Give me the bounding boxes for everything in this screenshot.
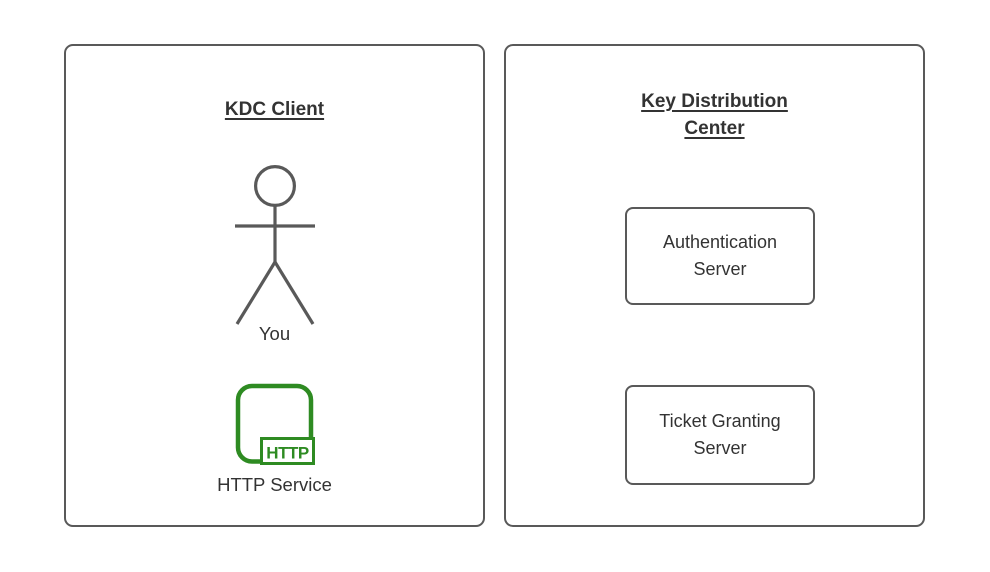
person-icon (235, 165, 315, 325)
http-badge-box (260, 437, 315, 465)
person-right-leg (273, 261, 315, 325)
kdc-panel-title: Key Distribution Center (641, 91, 788, 139)
key-distribution-center-panel: Key Distribution Center Authentication S… (504, 44, 925, 527)
http-service-label: HTTP Service (217, 474, 332, 495)
ticket-granting-server-box: Ticket Granting Server (625, 385, 815, 485)
authentication-server-box: Authentication Server (625, 207, 815, 305)
authentication-server-label: Authentication Server (662, 232, 778, 279)
ticket-granting-server-label: Ticket Granting Server (659, 411, 781, 458)
person-left-leg (235, 261, 277, 325)
client-panel-title: KDC Client (224, 99, 325, 120)
kdc-client-panel: KDC Client You HTTP HTTP Service (64, 44, 485, 527)
http-badge-text: HTTP (266, 444, 309, 463)
http-service-icon: HTTP (235, 383, 315, 465)
actor-label: You (258, 323, 291, 344)
person-head (254, 165, 296, 207)
